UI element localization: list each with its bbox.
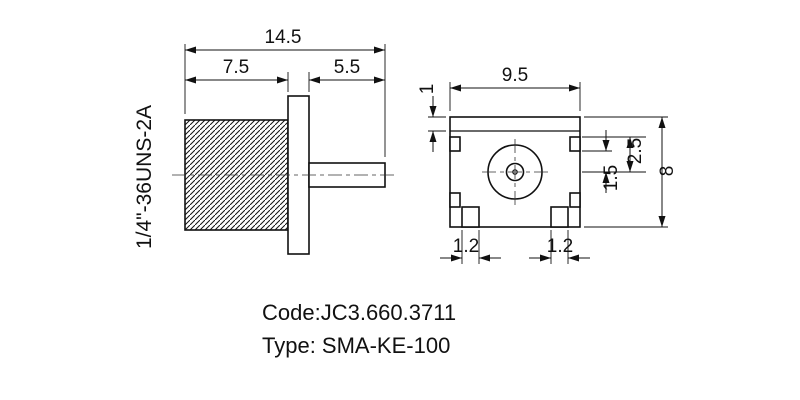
thread-spec-label: 1/4"-36UNS-2A [133,105,156,249]
dim-leg-right: 1.2 [529,236,590,262]
notch-upper-left [449,136,461,152]
leg-right [550,206,569,228]
dim-label-pin-offset: 1.5 [601,165,622,191]
dim-body-width: 9.5 [450,65,580,92]
dim-label-slot-offset: 2.5 [625,138,646,164]
dim-pin-offset: 1.5 [601,130,622,193]
dim-thread-length: 7.5 [185,57,288,84]
dim-label-leg-left: 1.2 [453,236,479,257]
code-label: Code:JC3.660.3711 [262,300,456,325]
dim-label-tab: 5.5 [334,57,360,78]
dim-body-height: 8 [657,117,678,227]
notch-upper-right [569,136,581,152]
dim-leg-left: 1.2 [440,236,501,262]
dim-slot-offset: 2.5 [625,137,646,172]
dim-top-wall: 1 [417,84,438,152]
dim-label-thread: 7.5 [223,57,249,78]
dim-label-total: 14.5 [265,27,302,48]
leg-left [461,206,480,228]
type-label: Type: SMA-KE-100 [262,333,450,358]
dim-label-width: 9.5 [502,65,528,86]
title-block: Code:JC3.660.3711 Type: SMA-KE-100 [262,300,456,358]
notch-lower-right [569,192,581,208]
dim-label-top-wall: 1 [417,84,438,95]
dim-total-length: 14.5 [185,27,385,54]
notch-lower-left [449,192,461,208]
front-view: 9.5 1 1.5 2.5 8 1.2 [417,65,678,264]
dim-tab-length: 5.5 [309,57,385,84]
dim-label-leg-right: 1.2 [547,236,573,257]
side-view: 14.5 7.5 5.5 1/4"-36UNS-2A [133,27,396,255]
dim-label-height: 8 [657,166,678,177]
